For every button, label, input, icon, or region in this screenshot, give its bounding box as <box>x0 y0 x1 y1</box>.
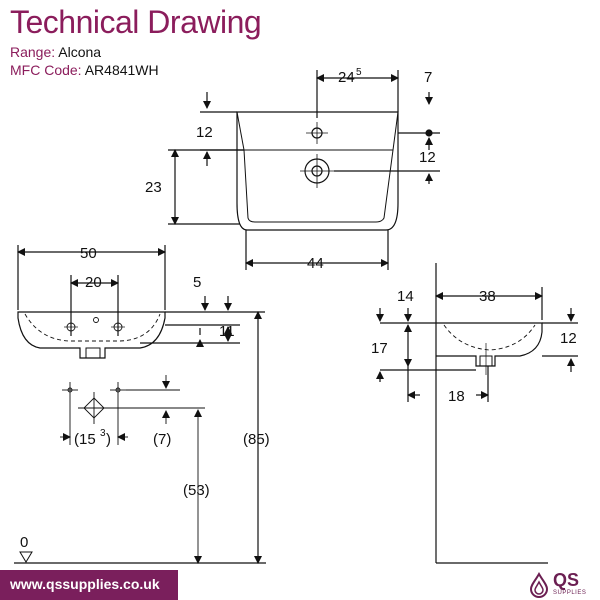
footer: www.qssupplies.co.uk QS SUPPLIES <box>0 570 600 600</box>
dim-floor-level: 0 <box>20 534 28 551</box>
range-value: Alcona <box>58 44 102 60</box>
front-basin-outline <box>17 311 166 359</box>
dim-fix-spacing-close: ) <box>106 431 111 448</box>
dim-side-wall-offset: 14 <box>397 288 414 305</box>
front-view <box>17 245 265 564</box>
logo-name: QS <box>553 570 580 590</box>
top-basin-rim-left <box>236 111 245 151</box>
dim-top-depth: 23 <box>145 179 162 196</box>
top-basin-rim-right <box>392 111 399 151</box>
dim-front-height: 11 <box>219 323 235 340</box>
dim-fix-spacing: (15 <box>74 431 96 448</box>
mfc-code-label: MFC Code: <box>10 62 82 78</box>
dim-side-rim: 12 <box>560 330 577 347</box>
website-link[interactable]: www.qssupplies.co.uk <box>10 576 160 592</box>
dim-top-hole-right: 12 <box>419 149 436 166</box>
logo-sub: SUPPLIES <box>553 590 587 596</box>
dim-top-width: 24 <box>338 69 355 86</box>
top-view <box>168 70 440 270</box>
range-label: Range: <box>10 44 56 60</box>
dim-front-tap-spacing: 20 <box>85 274 102 291</box>
dim-fix-spacing-sup: 3 <box>100 428 106 439</box>
side-view-labels: 14 38 12 17 18 <box>371 288 577 405</box>
dim-top-hole-left: 12 <box>196 124 213 141</box>
dim-front-rim: 5 <box>193 274 201 291</box>
dim-top-offset-right: 7 <box>424 69 432 86</box>
dim-side-waste: 18 <box>448 388 465 405</box>
dim-side-depth: 38 <box>479 288 496 305</box>
dim-top-inner-width: 44 <box>307 255 324 272</box>
qs-supplies-logo: QS SUPPLIES <box>527 570 597 598</box>
front-waste <box>85 347 101 359</box>
page-title: Technical Drawing <box>10 4 262 40</box>
fixing-points <box>60 375 205 564</box>
top-view-labels: 24 5 7 12 12 23 44 <box>145 67 436 272</box>
dim-fix-floor: (53) <box>183 482 210 499</box>
dim-front-width: 50 <box>80 245 97 262</box>
floor-level-marker <box>19 551 33 563</box>
side-view <box>376 263 578 564</box>
dim-side-height: 17 <box>371 340 388 357</box>
footer-bar: www.qssupplies.co.uk <box>0 570 178 600</box>
floor-line <box>14 551 266 564</box>
fixing-labels: (15 3 ) (7) (53) (85) <box>74 428 270 499</box>
technical-drawing: 24 5 7 12 12 23 44 50 <box>14 67 578 564</box>
front-basin-bowl <box>24 313 161 342</box>
side-basin-bowl <box>443 324 536 351</box>
mfc-code-line: MFC Code: AR4841WH <box>10 62 159 78</box>
drop-logo-icon <box>529 572 549 598</box>
top-basin-inner <box>243 149 394 223</box>
side-basin-outline <box>436 322 543 367</box>
dim-fix-height: (7) <box>153 431 171 448</box>
dim-total-height: (85) <box>243 431 270 448</box>
mfc-code-value: AR4841WH <box>84 62 159 78</box>
front-view-labels: 50 20 5 11 <box>80 245 235 340</box>
range-line: Range: Alcona <box>10 44 101 60</box>
dim-top-width-sup: 5 <box>356 67 362 78</box>
top-basin-outline <box>236 111 399 231</box>
